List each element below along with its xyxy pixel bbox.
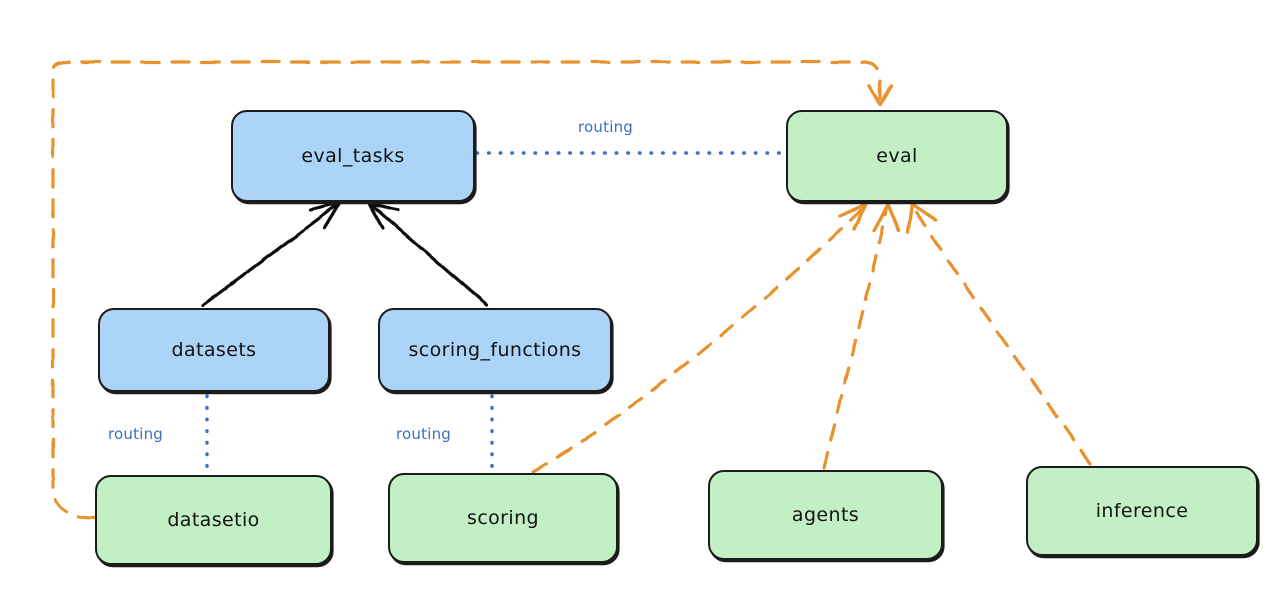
node-eval[interactable]: eval <box>786 110 1008 202</box>
node-agents[interactable]: agents <box>708 470 943 560</box>
node-label: agents <box>791 504 860 526</box>
node-label: eval <box>876 145 918 167</box>
edge-label-routing-scoring-functions-scoring: routing <box>396 425 451 443</box>
node-scoring-functions[interactable]: scoring_functions <box>378 308 612 392</box>
edge-inference-to-eval <box>906 202 1092 466</box>
edge-datasetio-to-eval <box>51 60 893 520</box>
edge-scoring-functions-to-eval-tasks <box>367 201 489 307</box>
node-scoring[interactable]: scoring <box>388 473 618 563</box>
edge-agents-to-eval <box>822 202 901 470</box>
node-inference[interactable]: inference <box>1026 466 1258 556</box>
node-label: scoring <box>467 507 539 529</box>
edge-datasets-to-eval-tasks <box>201 201 342 307</box>
node-label: inference <box>1095 500 1189 522</box>
edge-label-routing-datasets-datasetio: routing <box>108 425 163 443</box>
node-eval-tasks[interactable]: eval_tasks <box>231 110 475 202</box>
node-datasets[interactable]: datasets <box>98 308 330 392</box>
node-label: eval_tasks <box>301 145 405 167</box>
edge-label-routing-eval-tasks-eval: routing <box>578 118 633 136</box>
edge-scoring-to-eval <box>531 202 868 474</box>
node-label: datasetio <box>167 509 260 531</box>
node-datasetio[interactable]: datasetio <box>95 475 332 565</box>
node-label: scoring_functions <box>408 339 582 361</box>
node-label: datasets <box>171 339 257 361</box>
